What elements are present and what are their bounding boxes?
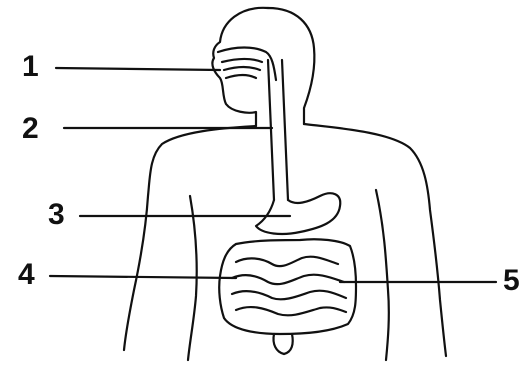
- rectum: [273, 334, 292, 354]
- label-1: 1: [22, 52, 39, 82]
- label-4: 4: [18, 260, 35, 290]
- oesophagus: [268, 60, 288, 200]
- label-5: 5: [503, 266, 520, 296]
- mouth-lines: [222, 59, 262, 78]
- large-intestine: [219, 239, 356, 334]
- right-body-side: [376, 190, 389, 360]
- leader-line-4: [50, 276, 236, 278]
- stomach: [256, 193, 340, 234]
- label-2: 2: [22, 114, 39, 144]
- head-back-outline: [268, 8, 314, 124]
- left-shoulder-outline: [124, 126, 256, 350]
- label-3: 3: [48, 200, 65, 230]
- small-intestine: [232, 257, 346, 316]
- leader-line-1: [56, 68, 220, 70]
